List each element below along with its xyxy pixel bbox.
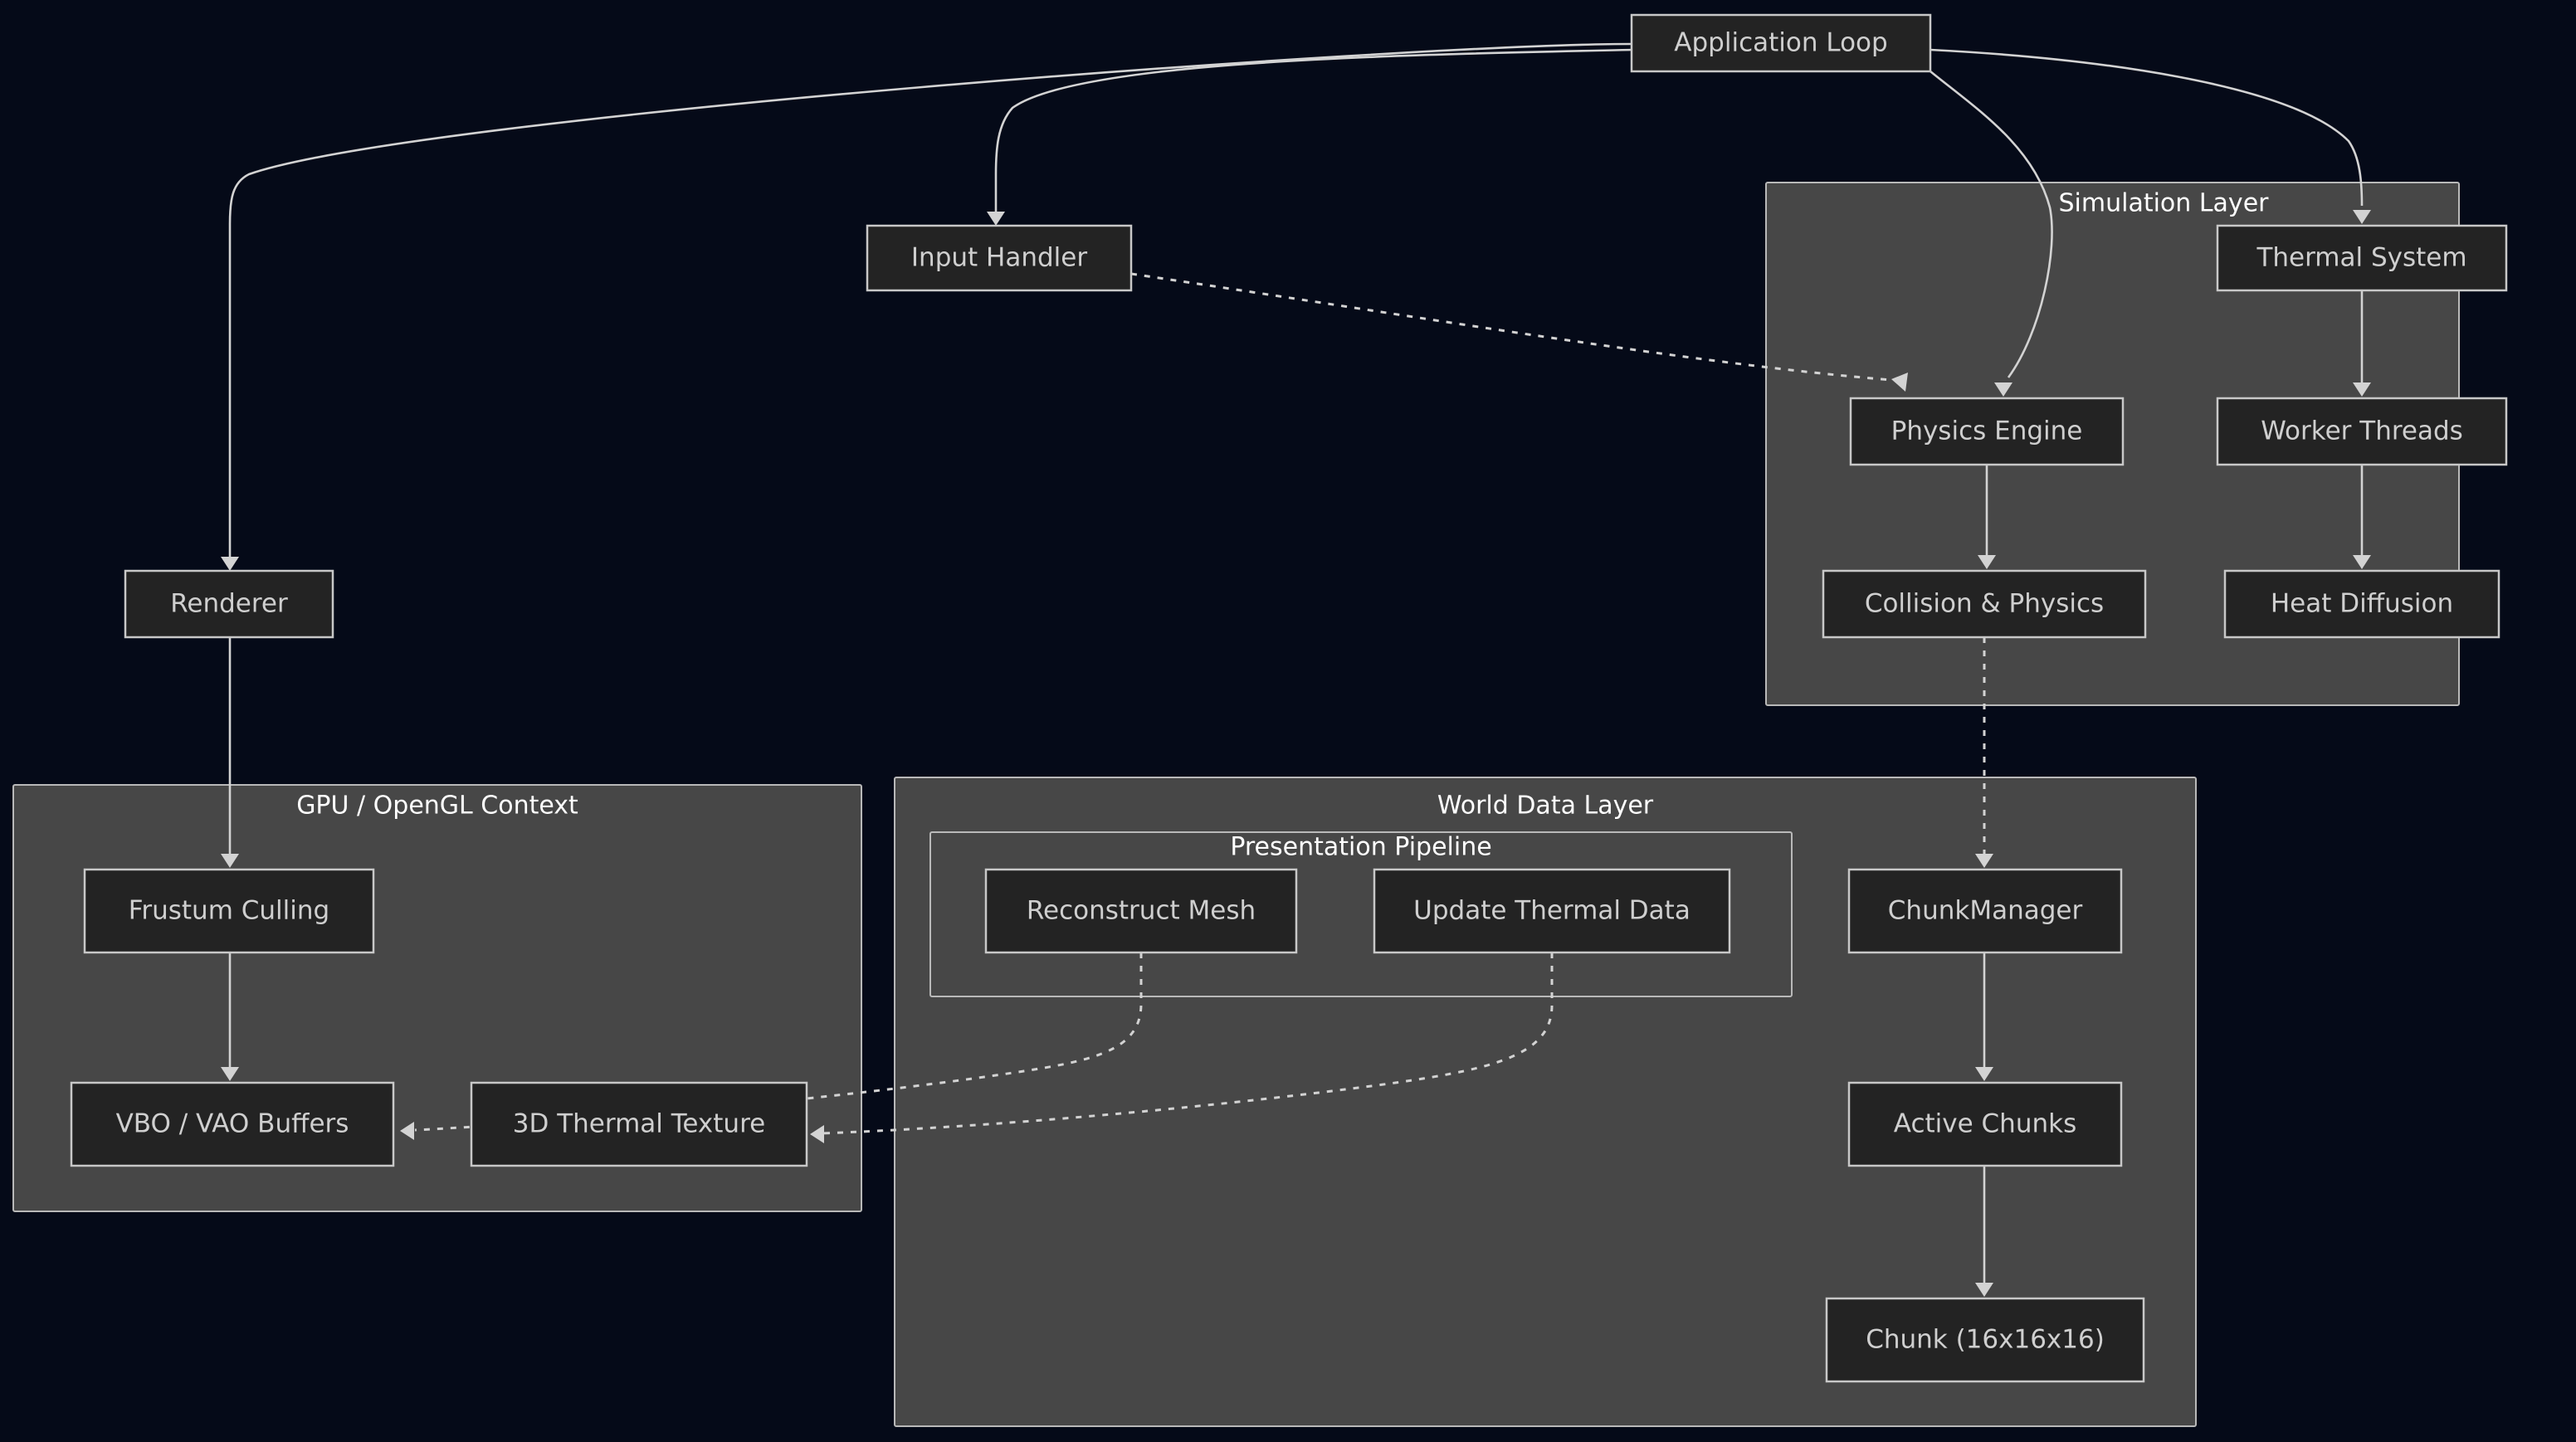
edge-line (1930, 48, 2364, 207)
node-worker-threads[interactable]: Worker Threads (2216, 397, 2508, 466)
node-box[interactable] (866, 224, 1133, 292)
node-label: Frustum Culling (129, 896, 329, 926)
node-box[interactable] (70, 1081, 395, 1167)
edge-collision-chunkmanager (1975, 637, 1993, 868)
node-physics-engine[interactable]: Physics Engine (1849, 397, 2125, 466)
node-label: ChunkManager (1888, 896, 2083, 926)
cluster-title: Simulation Layer (2059, 189, 2270, 218)
node-box[interactable] (1822, 569, 2147, 639)
edge-loop-renderer (221, 42, 1632, 571)
node-thermal-system[interactable]: Thermal System (2216, 224, 2508, 292)
node-box[interactable] (1849, 397, 2125, 466)
node-label: Thermal System (2256, 243, 2466, 273)
edge-input-physics (1130, 272, 1908, 392)
node-box[interactable] (2216, 224, 2508, 292)
node-box[interactable] (2216, 397, 2508, 466)
node-heat-diffusion[interactable]: Heat Diffusion (2223, 569, 2500, 639)
edge-loop-physics (1930, 70, 2053, 397)
node-label: Application Loop (1674, 28, 1887, 58)
node-box[interactable] (984, 868, 1298, 954)
node-frustum-culling[interactable]: Frustum Culling (83, 868, 375, 954)
edge-thermal-worker (2353, 290, 2371, 397)
node-label: VBO / VAO Buffers (116, 1109, 349, 1139)
edge-line (1930, 70, 2053, 378)
node-label: Physics Engine (1891, 417, 2083, 446)
cluster-title: Presentation Pipeline (1230, 833, 1491, 862)
node-label: Active Chunks (1894, 1109, 2076, 1139)
node-thermal-texture[interactable]: 3D Thermal Texture (470, 1081, 808, 1167)
node-renderer[interactable]: Renderer (124, 569, 334, 639)
node-label: Renderer (170, 589, 288, 619)
edge-loop-thermal (1930, 48, 2371, 224)
edge-line (821, 952, 1554, 1135)
edge-arrowhead (221, 1067, 239, 1081)
edge-renderer-frustum (221, 637, 239, 868)
edge-arrowhead (2353, 210, 2371, 224)
node-application-loop[interactable]: Application Loop (1630, 13, 1932, 73)
node-label: Worker Threads (2261, 417, 2463, 446)
node-label: Heat Diffusion (2271, 589, 2453, 619)
edge-arrowhead (221, 557, 239, 571)
edge-line (1130, 272, 1893, 382)
edge-line (228, 42, 1632, 564)
node-box[interactable] (1373, 868, 1731, 954)
edge-arrowhead (400, 1122, 414, 1140)
node-reconstruct-mesh[interactable]: Reconstruct Mesh (984, 868, 1298, 954)
edge-arrowhead (221, 854, 239, 868)
node-input-handler[interactable]: Input Handler (866, 224, 1133, 292)
edge-arrowhead (2353, 382, 2371, 397)
edge-arrowhead (1891, 373, 1908, 392)
node-box[interactable] (1847, 1081, 2123, 1167)
node-box[interactable] (2223, 569, 2500, 639)
edge-loop-input (987, 48, 1632, 226)
node-label: Collision & Physics (1865, 589, 2104, 619)
cluster-title: World Data Layer (1437, 792, 1654, 821)
node-active-chunks[interactable]: Active Chunks (1847, 1081, 2123, 1167)
edge-layer (221, 42, 2371, 1297)
node-update-thermal-data[interactable]: Update Thermal Data (1373, 868, 1731, 954)
node-box[interactable] (470, 1081, 808, 1167)
node-label: Chunk (16x16x16) (1866, 1325, 2105, 1355)
node-collision-physics[interactable]: Collision & Physics (1822, 569, 2147, 639)
node-box[interactable] (1825, 1297, 2145, 1383)
edge-arrowhead (2353, 555, 2371, 569)
node-box[interactable] (1630, 13, 1932, 73)
edge-physics-collision (1978, 465, 1996, 569)
node-label: Reconstruct Mesh (1027, 896, 1256, 926)
node-label: Input Handler (911, 243, 1087, 273)
edge-arrowhead (1975, 854, 1993, 868)
node-label: Update Thermal Data (1413, 896, 1690, 926)
edge-arrowhead (1975, 1067, 1993, 1081)
node-box[interactable] (1847, 868, 2123, 954)
edge-arrowhead (1975, 1283, 1993, 1297)
edge-arrowhead (810, 1125, 824, 1143)
node-chunk-manager[interactable]: ChunkManager (1847, 868, 2123, 954)
edge-chunkmanager-active (1975, 952, 1993, 1081)
edge-arrowhead (1994, 382, 2013, 397)
edge-arrowhead (987, 212, 1005, 226)
node-chunk-16[interactable]: Chunk (16x16x16) (1825, 1297, 2145, 1383)
edge-active-chunk16 (1975, 1166, 1993, 1297)
node-box[interactable] (124, 569, 334, 639)
node-label: 3D Thermal Texture (513, 1109, 765, 1139)
edge-frustum-vbo (221, 952, 239, 1081)
edge-updatethermal-texture (810, 952, 1554, 1143)
node-box[interactable] (83, 868, 375, 954)
cluster-title: GPU / OpenGL Context (296, 792, 578, 821)
edge-worker-heat (2353, 465, 2371, 569)
edge-arrowhead (1978, 555, 1996, 569)
edge-line (994, 48, 1632, 219)
node-vbo-vao-buffers[interactable]: VBO / VAO Buffers (70, 1081, 395, 1167)
